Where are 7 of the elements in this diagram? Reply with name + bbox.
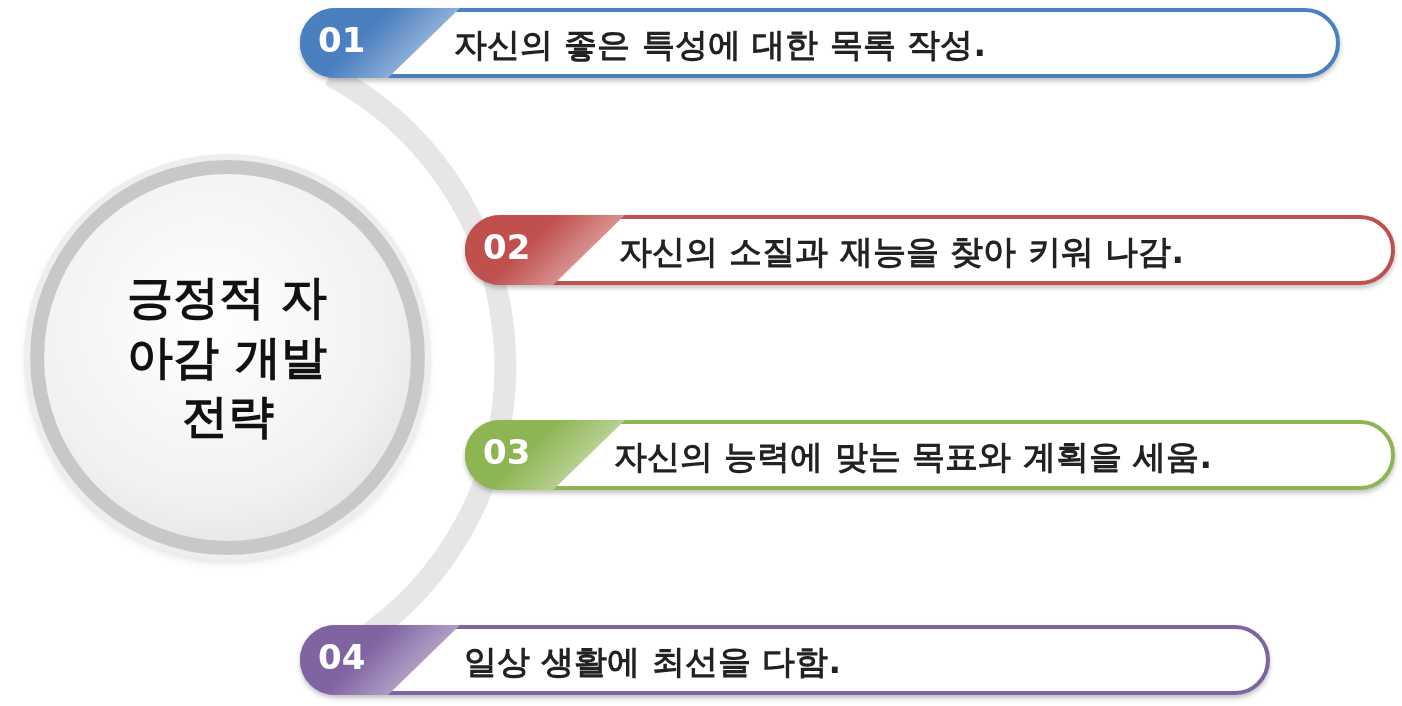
step-bar: [300, 8, 1340, 78]
step-number: 04: [300, 625, 460, 695]
step-bar: [300, 625, 1270, 695]
center-title: 긍정적 자아감 개발 전략: [126, 268, 329, 446]
step-text: 일상 생활에 최선을 다함.: [464, 641, 841, 683]
step-bar: [465, 215, 1395, 285]
step-bar: [465, 420, 1395, 490]
